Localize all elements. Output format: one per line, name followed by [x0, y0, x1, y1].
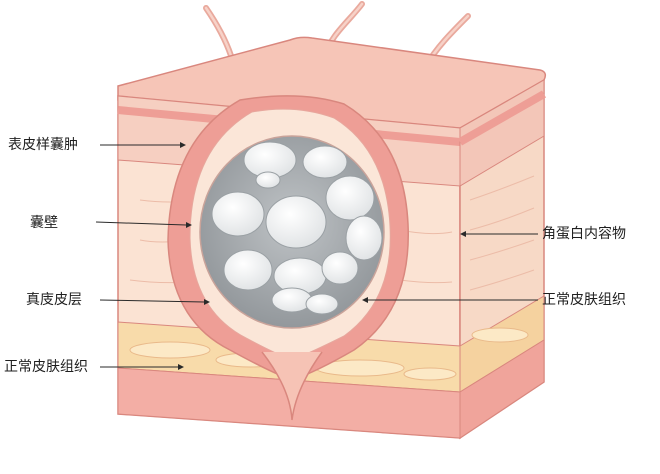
label-normal-skin-right: 正常皮肤组织 — [542, 292, 626, 308]
label-normal-skin-left: 正常皮肤组织 — [4, 359, 88, 375]
keratin-lumps — [211, 141, 383, 315]
label-cyst-wall: 囊壁 — [30, 215, 58, 231]
label-epidermoid-cyst: 表皮样囊肿 — [8, 137, 78, 153]
leader-lines — [95, 144, 538, 368]
label-dermis-layer: 真庋皮层 — [26, 292, 82, 308]
label-keratin-content: 角蛋白内容物 — [542, 226, 626, 242]
